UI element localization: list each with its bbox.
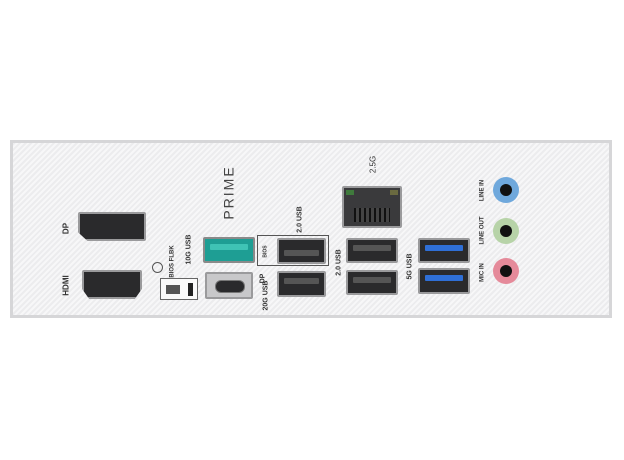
lan-label: 2.5G xyxy=(368,155,378,174)
usb20-label: 2.0 USB xyxy=(296,206,304,233)
brand-logo: PRIME xyxy=(220,165,237,220)
bios-port-frame xyxy=(257,235,329,266)
usb-10g-port[interactable] xyxy=(203,237,255,263)
mic-in-label: MIC IN xyxy=(479,263,486,282)
bios-flbk-label: BIOS FLBK xyxy=(169,245,176,278)
dp-label: DP xyxy=(61,222,71,235)
displayport[interactable] xyxy=(78,212,146,241)
ethernet-port[interactable] xyxy=(342,186,402,228)
line-out-label: LINE OUT xyxy=(479,216,486,245)
hdmi-label: HDMI xyxy=(61,275,71,296)
usb20-label: 2.0 USB xyxy=(335,249,343,276)
usb2-port[interactable] xyxy=(346,270,398,295)
usb3-5g-port[interactable] xyxy=(418,268,470,294)
hdmi-port[interactable] xyxy=(82,270,142,299)
usb2-bios-port[interactable] xyxy=(277,238,326,264)
usbc-dp-label: DP xyxy=(259,273,267,284)
mic-in-jack[interactable] xyxy=(493,258,519,284)
usb3-5g-port[interactable] xyxy=(418,238,470,263)
bios-flashback-button[interactable] xyxy=(160,278,198,300)
usb2-port[interactable] xyxy=(277,271,326,297)
usb5g-label: 5G USB xyxy=(406,253,414,280)
usb2-port[interactable] xyxy=(346,238,398,263)
usb10g-label: 10G USB xyxy=(185,234,193,265)
line-in-jack[interactable] xyxy=(493,177,519,203)
bios-flashback-led-icon xyxy=(152,262,163,273)
line-in-label: LINE IN xyxy=(479,179,486,202)
line-out-jack[interactable] xyxy=(493,218,519,244)
usb-c-port[interactable] xyxy=(205,272,253,299)
bios-label: BIOS xyxy=(262,245,269,258)
